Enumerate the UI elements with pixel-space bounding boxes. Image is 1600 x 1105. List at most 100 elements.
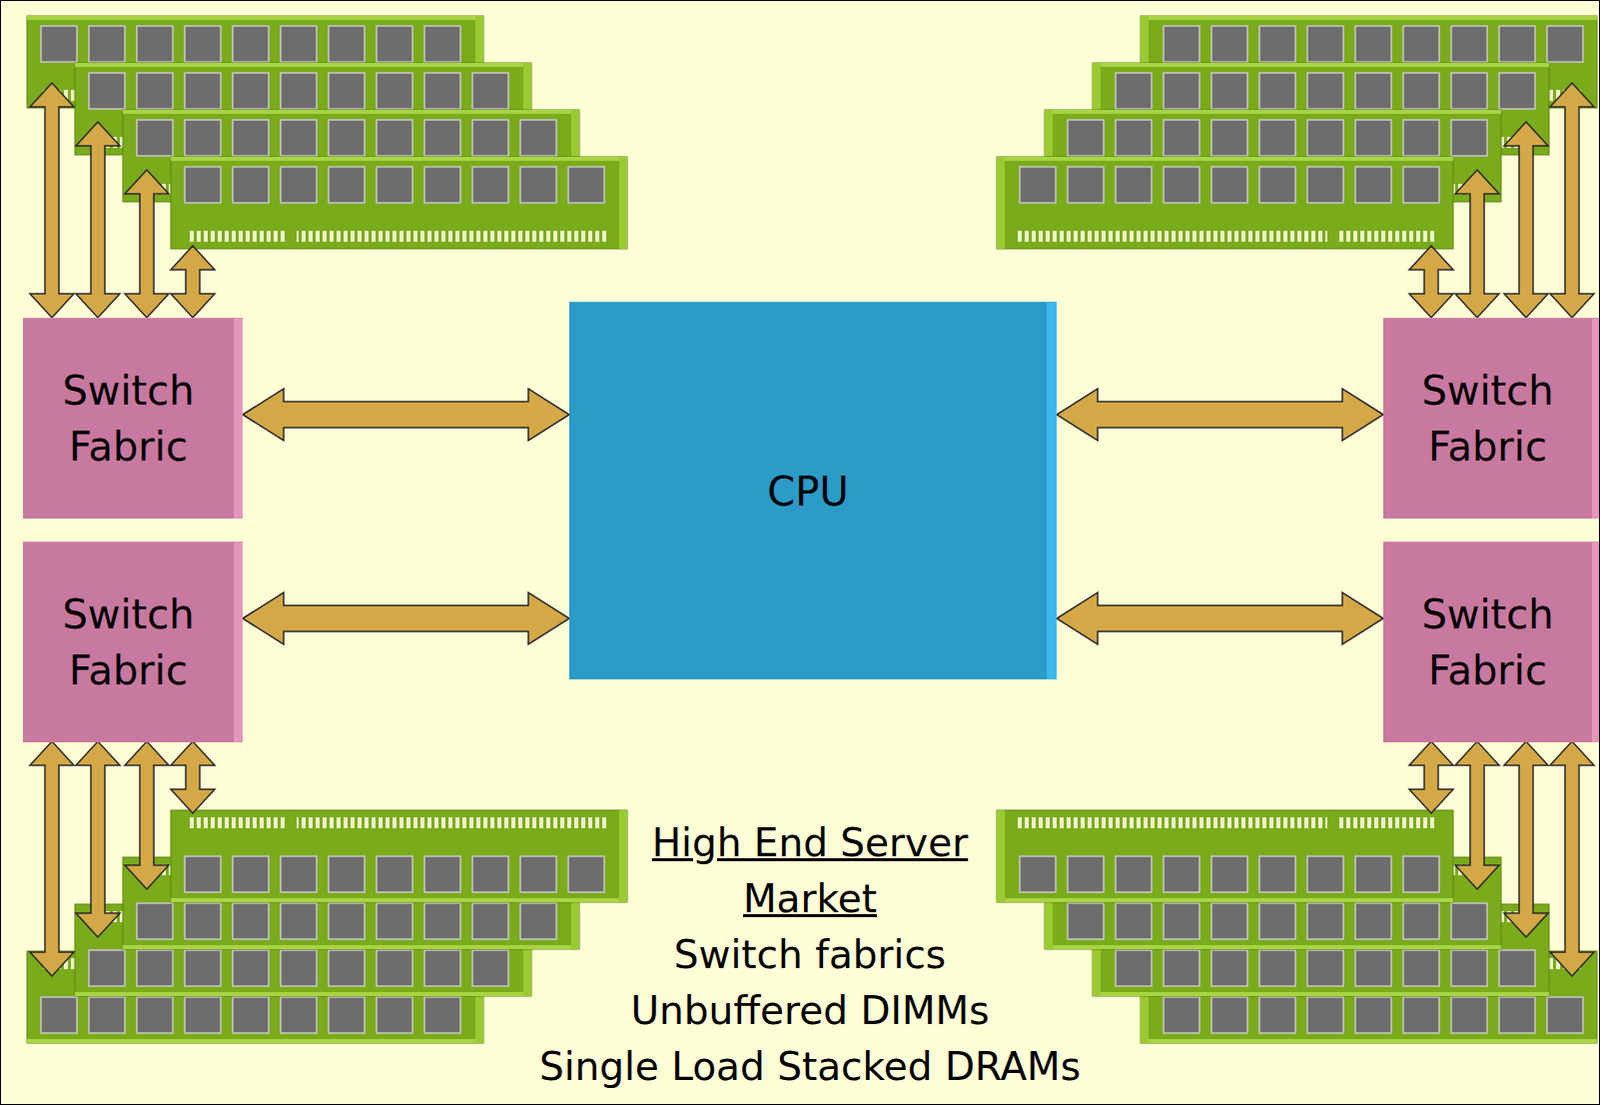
dram-chip [1451,996,1488,1033]
dram-chip [424,902,461,939]
dram-chip [1115,902,1152,939]
dram-chip [1115,119,1152,156]
switch-fabric-box: Switch Fabric [22,317,243,519]
feature-note: Unbuffered DIMMs [460,982,1160,1039]
dram-chip [1211,25,1248,62]
dimm-board [170,809,628,902]
dimm-stack-bottom-right [996,741,1598,1043]
dimm-edge [122,109,580,114]
dram-chip [1355,855,1392,892]
dram-chip [1499,949,1536,986]
switch-fabric-box: Switch Fabric [1383,541,1600,743]
dram-chip [1307,996,1344,1033]
dram-chip [1115,72,1152,109]
caption-block: High End Server MarketSwitch fabricsUnbu… [460,814,1160,1095]
dram-chip [1163,166,1200,203]
dimm-edge [1140,1038,1598,1043]
dram-chip [1259,855,1296,892]
dram-chip [1403,119,1440,156]
dram-chip [184,996,221,1033]
dram-chip [1211,996,1248,1033]
node-label: Switch Fabric [1393,586,1584,699]
dram-chip [1115,949,1152,986]
dram-chip [328,72,365,109]
dram-chip [1259,949,1296,986]
dram-chip [376,902,413,939]
dram-chip [280,119,317,156]
memory-link-arrow [170,245,215,318]
dimm-module [996,809,1454,902]
dram-chip [232,855,269,892]
dram-chip [1067,119,1104,156]
dram-chip [1115,166,1152,203]
dram-chip [88,949,125,986]
dimm-stack-top-left [26,15,628,318]
dimm-edge [170,897,628,902]
dram-chip [472,72,509,109]
dimm-edge [619,156,628,249]
dimm-edge [122,944,580,949]
dimm-contacts [186,230,285,242]
node-label: Switch Fabric [33,362,224,475]
dram-chip [1019,855,1056,892]
dram-chip [424,949,461,986]
memory-link-arrow [1409,741,1454,813]
dimm-board [996,809,1454,902]
dram-chip [232,25,269,62]
bus-arrow [1056,388,1384,441]
dram-chip [424,855,461,892]
dram-chip [184,25,221,62]
memory-link-arrow [29,741,74,976]
dram-chip [136,902,173,939]
dram-chip [568,166,605,203]
dram-chip [1307,166,1344,203]
dram-chip [1163,25,1200,62]
dram-chip [1403,996,1440,1033]
dram-chip [1355,166,1392,203]
dram-chip [1307,949,1344,986]
dram-chip [1211,855,1248,892]
cpu-box: CPU [569,301,1057,680]
dram-chip [88,25,125,62]
dram-chip [280,855,317,892]
dimm-edge [1140,15,1598,20]
dimm-board [996,156,1454,249]
dram-chip [520,855,557,892]
dram-chip [376,996,413,1033]
dimm-edge [996,156,1005,249]
dram-chip [1259,25,1296,62]
dram-chip [328,166,365,203]
dram-chip [472,166,509,203]
dimm-module [170,809,628,902]
bus-arrow [242,592,570,645]
dimm-board [170,156,628,249]
dram-chip [1355,119,1392,156]
dram-chip [1355,72,1392,109]
dram-chip [520,902,557,939]
memory-link-arrow [29,82,74,318]
dimm-edge [996,897,1454,902]
memory-link-arrow [1504,121,1549,318]
dram-chip [184,72,221,109]
dram-chip [280,902,317,939]
dram-chip [232,949,269,986]
dram-chip [1355,949,1392,986]
dram-chip [424,25,461,62]
dimm-edge [619,809,628,902]
dram-chip [1451,949,1488,986]
memory-link-arrow [170,741,215,813]
dram-chip [1499,25,1536,62]
dram-chip [376,949,413,986]
switch-fabric-box: Switch Fabric [22,541,243,743]
dram-chip [1259,119,1296,156]
dram-chip [328,855,365,892]
dram-chip [40,25,77,62]
dimm-edge [1092,991,1550,996]
dram-chip [1499,996,1536,1033]
dram-chip [1259,166,1296,203]
dram-chip [520,166,557,203]
dram-chip [280,166,317,203]
dram-chip [424,72,461,109]
dram-chip [280,996,317,1033]
